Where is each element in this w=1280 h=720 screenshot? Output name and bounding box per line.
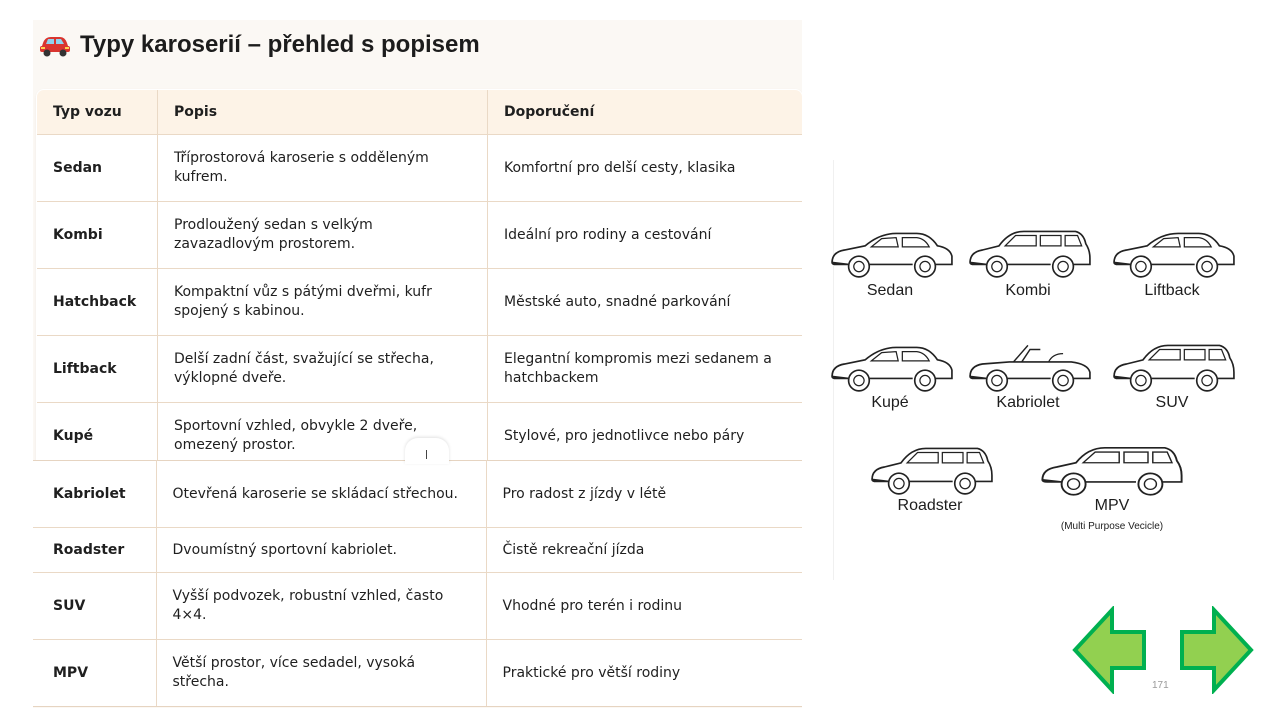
table-row: Kombi Prodloužený sedan s velkým zavazad…	[37, 201, 802, 269]
table-row: Kabriolet Otevřená karoserie se skládací…	[33, 460, 802, 528]
cell-recommendation: Ideální pro rodiny a cestování	[487, 201, 802, 269]
cell-recommendation: Vhodné pro terén i rodinu	[486, 572, 802, 640]
table-row: Roadster Dvoumístný sportovní kabriolet.…	[33, 527, 802, 573]
cell-description: Větší prostor, více sedadel, vysoká stře…	[156, 639, 487, 707]
car-label-suv: SUV	[1155, 394, 1189, 411]
body-types-table: Typ vozu Popis Doporučení Sedan Tříprost…	[36, 89, 802, 470]
header-type: Typ vozu	[37, 90, 158, 135]
cell-type: Kombi	[37, 201, 158, 269]
cell-recommendation: Stylové, pro jednotlivce nebo páry	[504, 427, 745, 444]
page-title-text: Typy karoserií – přehled s popisem	[80, 31, 480, 58]
header-description: Popis	[157, 90, 488, 135]
car-liftback: Liftback	[1112, 218, 1235, 299]
cell-recommendation: Městské auto, snadné parkování	[487, 268, 802, 336]
car-label-liftback: Liftback	[1144, 282, 1200, 299]
cell-type: SUV	[33, 572, 157, 640]
car-label-kabriolet: Kabriolet	[996, 394, 1060, 411]
car-label-kombi: Kombi	[1005, 282, 1051, 299]
arrow-left-icon	[1072, 604, 1146, 696]
next-slide-button[interactable]	[1178, 604, 1254, 698]
cell-type: Sedan	[37, 134, 158, 202]
cell-type: MPV	[33, 639, 157, 707]
car-sedan: Sedan	[830, 218, 953, 299]
cell-recommendation: Komfortní pro delší cesty, klasika	[487, 134, 802, 202]
prev-slide-button[interactable]	[1072, 604, 1148, 698]
car-label-roadster: Roadster	[897, 497, 963, 514]
text-cursor-indicator	[405, 438, 449, 464]
header-recommendation: Doporučení	[487, 90, 802, 135]
car-label-mpv: MPV	[1094, 497, 1130, 514]
car-kupe: Kupé	[830, 332, 953, 411]
cell-type: Hatchback	[37, 268, 158, 336]
cell-type: Roadster	[33, 527, 157, 573]
table-row: Hatchback Kompaktní vůz s pátými dveřmi,…	[37, 268, 802, 336]
table-header-row: Typ vozu Popis Doporučení	[37, 90, 802, 135]
cell-recommendation: Praktické pro větší rodiny	[486, 639, 802, 707]
page-number: 171	[1152, 680, 1169, 691]
table-row: MPV Větší prostor, více sedadel, vysoká …	[33, 639, 802, 707]
car-mpv: MPV (Multi Purpose Vecicle)	[1040, 435, 1183, 532]
cell-description: Tříprostorová karoserie s odděleným kufr…	[157, 134, 488, 202]
car-kabriolet: Kabriolet	[968, 332, 1091, 411]
page-title: Typy karoserií – přehled s popisem	[38, 30, 480, 60]
car-suv: SUV	[1112, 332, 1235, 411]
cell-type: Kabriolet	[33, 460, 157, 528]
car-kombi: Kombi	[968, 218, 1091, 299]
car-mpv-subtitle: (Multi Purpose Vecicle)	[1060, 521, 1164, 532]
cell-description: Vyšší podvozek, robustní vzhled, často 4…	[156, 572, 487, 640]
car-label-kupe: Kupé	[871, 394, 909, 411]
arrow-right-icon	[1180, 604, 1254, 696]
content-panel: Typy karoserií – přehled s popisem Typ v…	[33, 20, 802, 708]
table-row: SUV Vyšší podvozek, robustní vzhled, čas…	[33, 572, 802, 640]
cell-recommendation: Elegantní kompromis mezi sedanem a hatch…	[487, 335, 802, 403]
cell-type: Kupé	[37, 402, 158, 469]
cell-description: Prodloužený sedan s velkým zavazadlovým …	[157, 201, 488, 269]
table-row: Sedan Tříprostorová karoserie s oddělený…	[37, 134, 802, 202]
car-label-sedan: Sedan	[866, 282, 914, 299]
cell-type: Liftback	[37, 335, 158, 403]
body-types-table-continued: Kabriolet Otevřená karoserie se skládací…	[33, 460, 802, 707]
cell-description: Dvoumístný sportovní kabriolet.	[156, 527, 487, 573]
car-roadster: Roadster	[870, 435, 993, 514]
car-icon	[40, 37, 70, 57]
cell-recommendation: Pro radost z jízdy v létě	[486, 460, 802, 528]
cell-recommendation: Čistě rekreační jízda	[486, 527, 802, 573]
cell-description: Kompaktní vůz s pátými dveřmi, kufr spoj…	[157, 268, 488, 336]
car-illustrations: Sedan Kombi Liftback Kupé Kabriolet SUV …	[830, 160, 1239, 580]
cell-description: Delší zadní část, svažující se střecha, …	[157, 335, 488, 403]
table-row: Liftback Delší zadní část, svažující se …	[37, 335, 802, 403]
cell-description: Otevřená karoserie se skládací střechou.	[156, 460, 487, 528]
